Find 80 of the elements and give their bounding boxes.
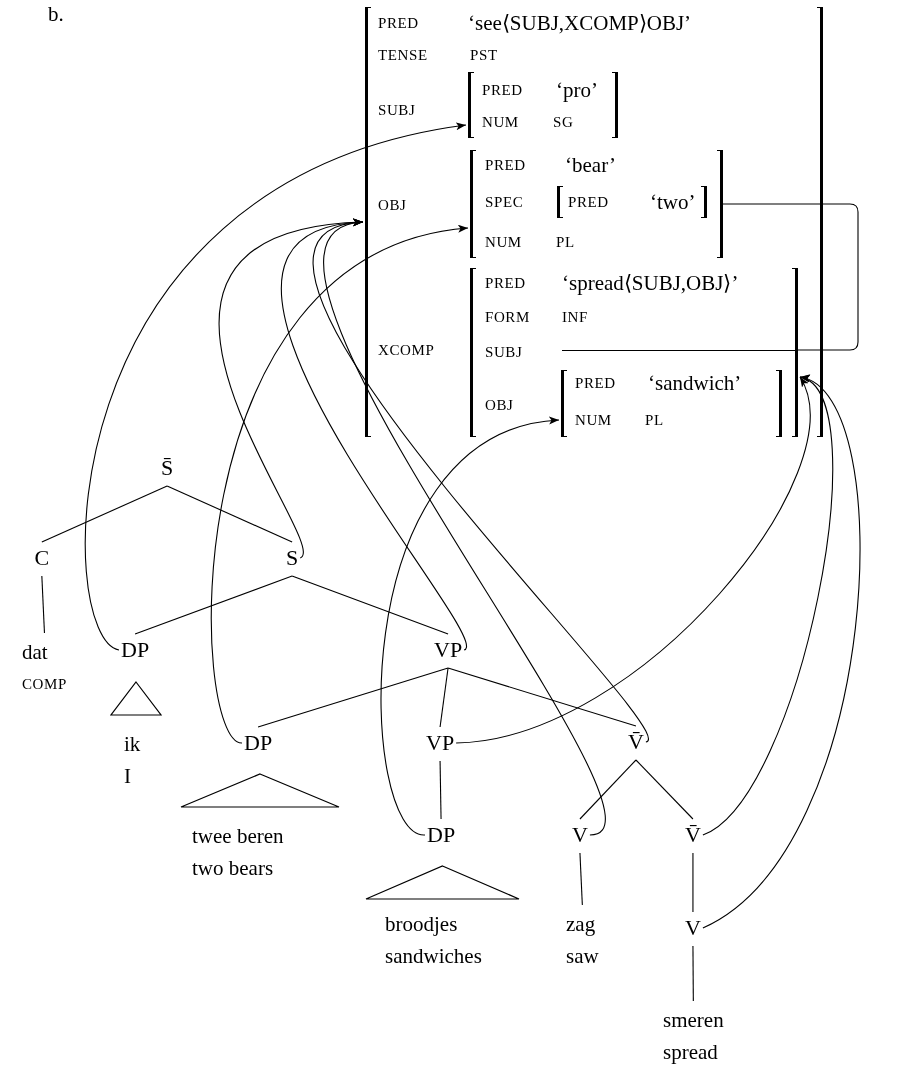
- category-label: C: [34, 545, 50, 571]
- feature-name: PST: [470, 46, 498, 65]
- triangle: [110, 681, 162, 716]
- structure-sharing-line: [722, 203, 859, 351]
- feature-name: TENSE: [378, 46, 428, 65]
- feature-value: ‘sandwich’: [648, 371, 742, 395]
- gloss: saw: [566, 943, 599, 970]
- tree-branch: [635, 759, 694, 820]
- word: dat: [22, 639, 48, 666]
- feature-name: OBJ: [378, 196, 407, 215]
- arrow: [702, 376, 861, 929]
- feature-name: NUM: [485, 233, 522, 252]
- feature-name: NUM: [575, 411, 612, 430]
- example-label: b.: [48, 2, 64, 27]
- feature-name: PL: [645, 411, 664, 430]
- word: twee beren: [192, 823, 284, 850]
- tree-branch: [41, 575, 45, 634]
- word: zag: [566, 911, 596, 938]
- feature-name: PRED: [485, 274, 526, 293]
- gloss: COMP: [22, 675, 67, 694]
- tree-branch: [692, 945, 694, 1002]
- category-label: DP: [121, 637, 150, 663]
- tree-branch: [579, 759, 637, 820]
- triangle: [180, 773, 340, 808]
- feature-value: ‘bear’: [565, 153, 616, 177]
- category-label: V̄: [628, 729, 644, 755]
- category-label: S: [286, 545, 299, 571]
- gloss: sandwiches: [385, 943, 482, 970]
- feature-name: XCOMP: [378, 341, 435, 360]
- feature-name: SG: [553, 113, 574, 132]
- feature-name: PRED: [378, 14, 419, 33]
- category-label: DP: [427, 822, 456, 848]
- arrow: [280, 220, 466, 651]
- feature-name: INF: [562, 308, 588, 327]
- feature-value: ‘see⟨SUBJ,XCOMP⟩OBJ’: [468, 11, 692, 35]
- feature-name: SUBJ: [378, 101, 416, 120]
- category-label: VP: [426, 730, 455, 756]
- tree-branch: [134, 575, 293, 635]
- feature-name: PRED: [482, 81, 523, 100]
- feature-name: PL: [556, 233, 575, 252]
- arrow: [210, 226, 469, 744]
- feature-value: ‘two’: [650, 190, 696, 214]
- word: smeren: [663, 1007, 724, 1034]
- tree-branch: [41, 485, 168, 543]
- arrow: [702, 376, 833, 836]
- category-label: S̄: [161, 455, 174, 481]
- arrow: [312, 221, 647, 743]
- gloss: two bears: [192, 855, 274, 882]
- word: broodjes: [385, 911, 458, 938]
- feature-value: ‘pro’: [556, 78, 598, 102]
- tree-branch: [257, 667, 449, 728]
- feature-name: PRED: [575, 374, 616, 393]
- category-label: V̄: [685, 822, 701, 848]
- category-label: V: [685, 915, 701, 941]
- feature-name: NUM: [482, 113, 519, 132]
- feature-value: ‘spread⟨SUBJ,OBJ⟩’: [562, 271, 739, 295]
- arrow: [455, 376, 810, 744]
- tree-branch: [692, 852, 694, 913]
- tree-branch: [579, 852, 583, 906]
- feature-name: SUBJ: [485, 343, 523, 362]
- category-label: VP: [434, 637, 463, 663]
- tree-branch: [166, 485, 293, 543]
- category-label: DP: [244, 730, 273, 756]
- tree-branch: [291, 575, 449, 635]
- feature-name: SPEC: [485, 193, 524, 212]
- feature-name: PRED: [485, 156, 526, 175]
- feature-name: PRED: [568, 193, 609, 212]
- feature-name: FORM: [485, 308, 530, 327]
- arrow: [380, 418, 560, 836]
- tree-branch: [439, 760, 442, 820]
- tree-branch: [439, 667, 449, 728]
- tree-branch: [447, 667, 637, 727]
- arrow: [85, 123, 467, 651]
- arrow: [323, 221, 606, 836]
- gloss: I: [124, 763, 131, 790]
- triangle: [365, 865, 520, 900]
- feature-name: OBJ: [485, 396, 514, 415]
- word: ik: [124, 731, 141, 758]
- category-label: V: [572, 822, 588, 848]
- gloss: spread: [663, 1039, 718, 1066]
